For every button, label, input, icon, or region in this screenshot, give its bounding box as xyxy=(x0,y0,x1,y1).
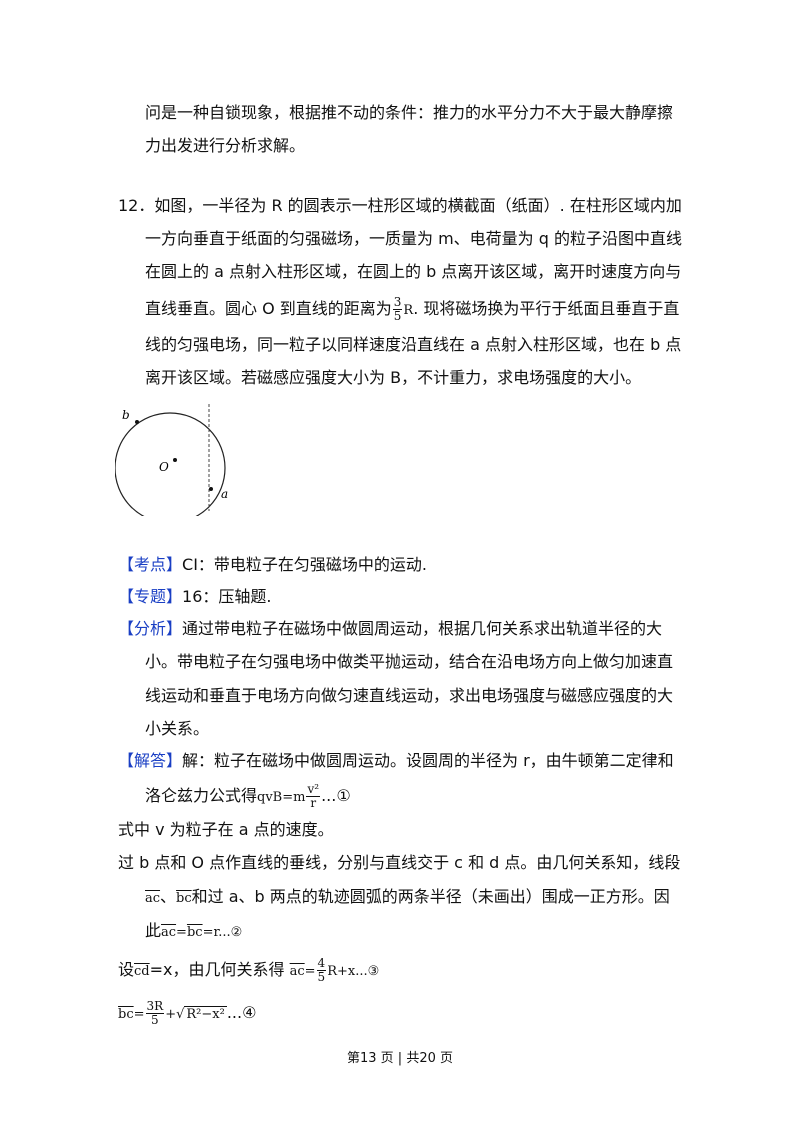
eq3-num: 4 xyxy=(316,956,327,971)
eq4-equals: = xyxy=(133,1007,145,1022)
jieda-line-1: 【解答】解：粒子在磁场中做圆周运动。设圆周的半径为 r，由牛顿第二定律和 xyxy=(118,751,674,771)
jieda-text-6a: 此 xyxy=(145,921,162,940)
problem-text-1: 如图，一半径为 R 的圆表示一柱形区域的横截面（纸面）. 在柱形区域内加 xyxy=(154,196,682,215)
label-a: a xyxy=(221,487,228,501)
frac-var: R xyxy=(403,303,414,318)
problem-text-4b: . 现将磁场换为平行于纸面且垂直于直 xyxy=(413,299,680,318)
fenxi-line-3: 线运动和垂直于电场方向做匀速直线运动，求出电场强度与磁感应强度的大 xyxy=(145,686,674,705)
eq4-tail: ...④ xyxy=(226,1003,257,1022)
jieda-text-5b: 和过 a、b 两点的轨迹圆弧的两条半径（未画出）围成一正方形。因 xyxy=(191,887,670,906)
problem-line-5: 线的匀强电场，同一粒子以同样速度沿直线在 a 点射入柱形区域，也在 b 点 xyxy=(145,335,682,354)
fenxi-text-1: 通过带电粒子在磁场中做圆周运动，根据几何关系求出轨道半径的大 xyxy=(182,619,663,638)
point-b xyxy=(135,420,139,424)
eq3-den: 5 xyxy=(317,970,326,984)
problem-number: 12． xyxy=(118,196,155,215)
eq2-bc: bc xyxy=(186,925,203,940)
eq4-radicand: R²−x² xyxy=(184,1006,227,1022)
fenxi-line-1: 【分析】通过带电粒子在磁场中做圆周运动，根据几何关系求出轨道半径的大 xyxy=(118,619,662,639)
separator: 、 xyxy=(160,887,177,906)
problem-text-4a: 直线垂直。圆心 O 到直线的距离为 xyxy=(145,299,392,318)
fenxi-line-2: 小。带电粒子在匀强电场中做类平抛运动，结合在沿电场方向上做匀加速直 xyxy=(145,652,674,671)
jieda-line-3: 式中 v 为粒子在 a 点的速度。 xyxy=(118,820,334,839)
zhuanti-text: 16：压轴题. xyxy=(182,587,272,606)
jieda-text-7a: 设 xyxy=(118,960,135,979)
jieda-tag: 【解答】 xyxy=(118,751,183,770)
problem-line-1: 12．如图，一半径为 R 的圆表示一柱形区域的横截面（纸面）. 在柱形区域内加 xyxy=(118,196,682,216)
eq1-num: v² xyxy=(306,782,321,797)
kaodian-text: CI：带电粒子在匀强磁场中的运动. xyxy=(182,555,427,574)
jieda-line-6: 此ac=bc=r...② xyxy=(145,921,242,943)
eq3-equals: = xyxy=(304,964,316,979)
label-b: b xyxy=(122,408,130,422)
eq1-lhs: qvB=m xyxy=(257,790,306,805)
segment-ac: ac xyxy=(145,891,161,906)
eq1-den: r xyxy=(310,796,317,810)
kaodian-tag: 【考点】 xyxy=(118,555,183,574)
page-footer: 第13 页 | 共20 页 xyxy=(347,1051,453,1066)
eq4-num: 3R xyxy=(145,999,165,1014)
problem-line-3: 在圆上的 a 点射入柱形区域，在圆上的 b 点离开该区域，离开时速度方向与 xyxy=(145,262,682,281)
top-line-1: 问是一种自锁现象，根据推不动的条件：推力的水平分力不大于最大静摩擦 xyxy=(145,103,674,122)
eq4-sqrt: √R²−x² xyxy=(176,1006,227,1022)
eq1-tail: ...① xyxy=(321,786,351,805)
top-line-2: 力出发进行分析求解。 xyxy=(145,136,306,155)
jieda-text-1: 解：粒子在磁场中做圆周运动。设圆周的半径为 r，由牛顿第二定律和 xyxy=(182,751,674,770)
jieda-line-5: ac、bc和过 a、b 两点的轨迹圆弧的两条半径（未画出）围成一正方形。因 xyxy=(145,887,670,909)
eq4-plus: + xyxy=(165,1007,177,1022)
problem-line-2: 一方向垂直于纸面的匀强磁场，一质量为 m、电荷量为 q 的粒子沿图中直线 xyxy=(145,229,683,248)
jieda-text-7b: =x，由几何关系得 xyxy=(149,960,285,979)
eq4-bc: bc xyxy=(118,1007,134,1022)
fenxi-tag: 【分析】 xyxy=(118,619,183,638)
fenxi-line-4: 小关系。 xyxy=(145,719,210,738)
zhuanti-tag: 【专题】 xyxy=(118,587,183,606)
eq4-den: 5 xyxy=(151,1013,159,1027)
eq2-equals: = xyxy=(176,925,187,940)
problem-line-6: 离开该区域。若磁感应强度大小为 B，不计重力，求电场强度的大小。 xyxy=(145,368,642,387)
zhuanti-line: 【专题】16：压轴题. xyxy=(118,587,271,607)
circle-diagram: b O a xyxy=(115,404,228,516)
eq2-tail: =r...② xyxy=(202,925,243,940)
segment-bc: bc xyxy=(176,891,192,906)
segment-cd: cd xyxy=(134,964,150,979)
eq2-ac: ac xyxy=(161,925,177,940)
frac-den: 5 xyxy=(393,309,402,323)
eq3-ac: ac xyxy=(289,964,305,979)
label-o: O xyxy=(159,460,169,474)
point-a xyxy=(209,487,213,491)
jieda-line-4: 过 b 点和 O 点作直线的垂线，分别与直线交于 c 和 d 点。由几何关系知，… xyxy=(118,853,681,872)
jieda-text-2a: 洛仑兹力公式得 xyxy=(145,786,258,805)
frac-num: 3 xyxy=(392,295,403,310)
region-circle xyxy=(115,412,226,516)
point-o xyxy=(173,458,177,462)
eq3-tail: R+x...③ xyxy=(327,964,380,979)
kaodian-line: 【考点】CI：带电粒子在匀强磁场中的运动. xyxy=(118,555,427,575)
